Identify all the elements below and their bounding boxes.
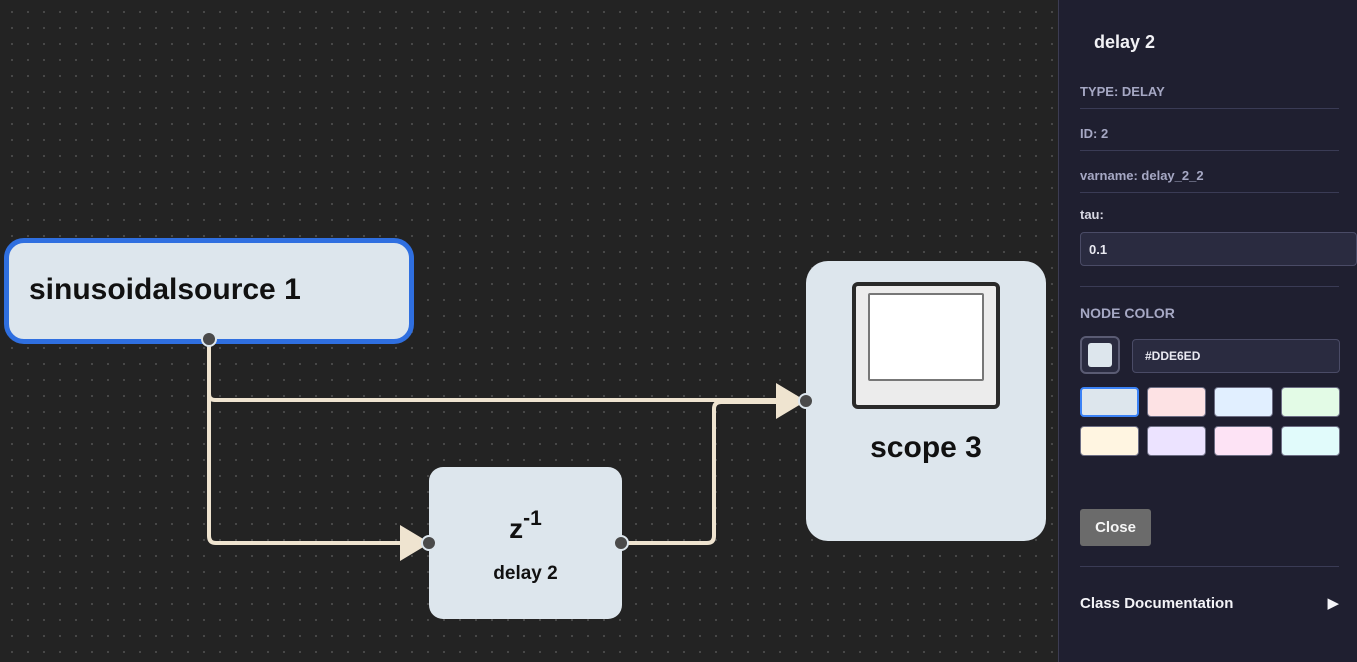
- color-swatch-button[interactable]: [1080, 387, 1139, 417]
- color-palette: [1080, 387, 1344, 456]
- node-label: sinusoidalsource 1: [29, 273, 301, 306]
- divider: [1080, 566, 1339, 567]
- port-delay-output[interactable]: [613, 535, 629, 551]
- color-swatch-button[interactable]: [1147, 426, 1206, 456]
- divider: [1080, 286, 1339, 287]
- node-label: delay 2: [493, 563, 558, 584]
- port-scope-input[interactable]: [798, 393, 814, 409]
- node-scope[interactable]: scope 3: [806, 261, 1046, 541]
- properties-panel: delay 2 TYPE: DELAY ID: 2 varname: delay…: [1058, 0, 1357, 662]
- node-color-label: NODE COLOR: [1080, 305, 1175, 321]
- node-label: scope 3: [870, 431, 982, 464]
- current-color-fill: [1088, 343, 1112, 367]
- color-picker-swatch[interactable]: [1080, 336, 1120, 374]
- edge-source-to-delay[interactable]: [207, 337, 406, 545]
- ports-layer: [201, 331, 814, 551]
- class-documentation-label: Class Documentation: [1080, 594, 1234, 612]
- triangle-right-icon: ▶: [1327, 595, 1339, 612]
- color-swatch-button[interactable]: [1147, 387, 1206, 417]
- color-swatch-button[interactable]: [1214, 426, 1273, 456]
- connections-layer: [207, 337, 806, 561]
- class-documentation-toggle[interactable]: Class Documentation ▶: [1080, 594, 1339, 613]
- node-varname: varname: delay_2_2: [1080, 168, 1339, 193]
- diagram-canvas[interactable]: sinusoidalsource 1 z-1 delay 2 scope 3: [0, 0, 1058, 662]
- scope-screen: [868, 293, 984, 381]
- node-id: ID: 2: [1080, 126, 1339, 151]
- arrowhead-scope-input: [776, 383, 806, 419]
- arrowhead-delay-input: [400, 525, 430, 561]
- panel-title: delay 2: [1094, 32, 1156, 52]
- color-hex-input[interactable]: [1132, 339, 1340, 373]
- port-delay-input[interactable]: [421, 535, 437, 551]
- close-button[interactable]: Close: [1080, 509, 1151, 546]
- tau-input[interactable]: [1080, 232, 1357, 266]
- edge-delay-to-scope[interactable]: [619, 400, 786, 545]
- delay-symbol: z-1: [509, 507, 542, 544]
- tau-label: tau:: [1080, 207, 1104, 222]
- port-sinus-output[interactable]: [201, 331, 217, 347]
- color-swatch-button[interactable]: [1080, 426, 1139, 456]
- node-type: TYPE: DELAY: [1080, 84, 1339, 109]
- color-swatch-button[interactable]: [1281, 387, 1340, 417]
- node-delay[interactable]: z-1 delay 2: [429, 467, 622, 619]
- color-swatch-button[interactable]: [1214, 387, 1273, 417]
- color-swatch-button[interactable]: [1281, 426, 1340, 456]
- scope-monitor-icon: [852, 282, 1000, 409]
